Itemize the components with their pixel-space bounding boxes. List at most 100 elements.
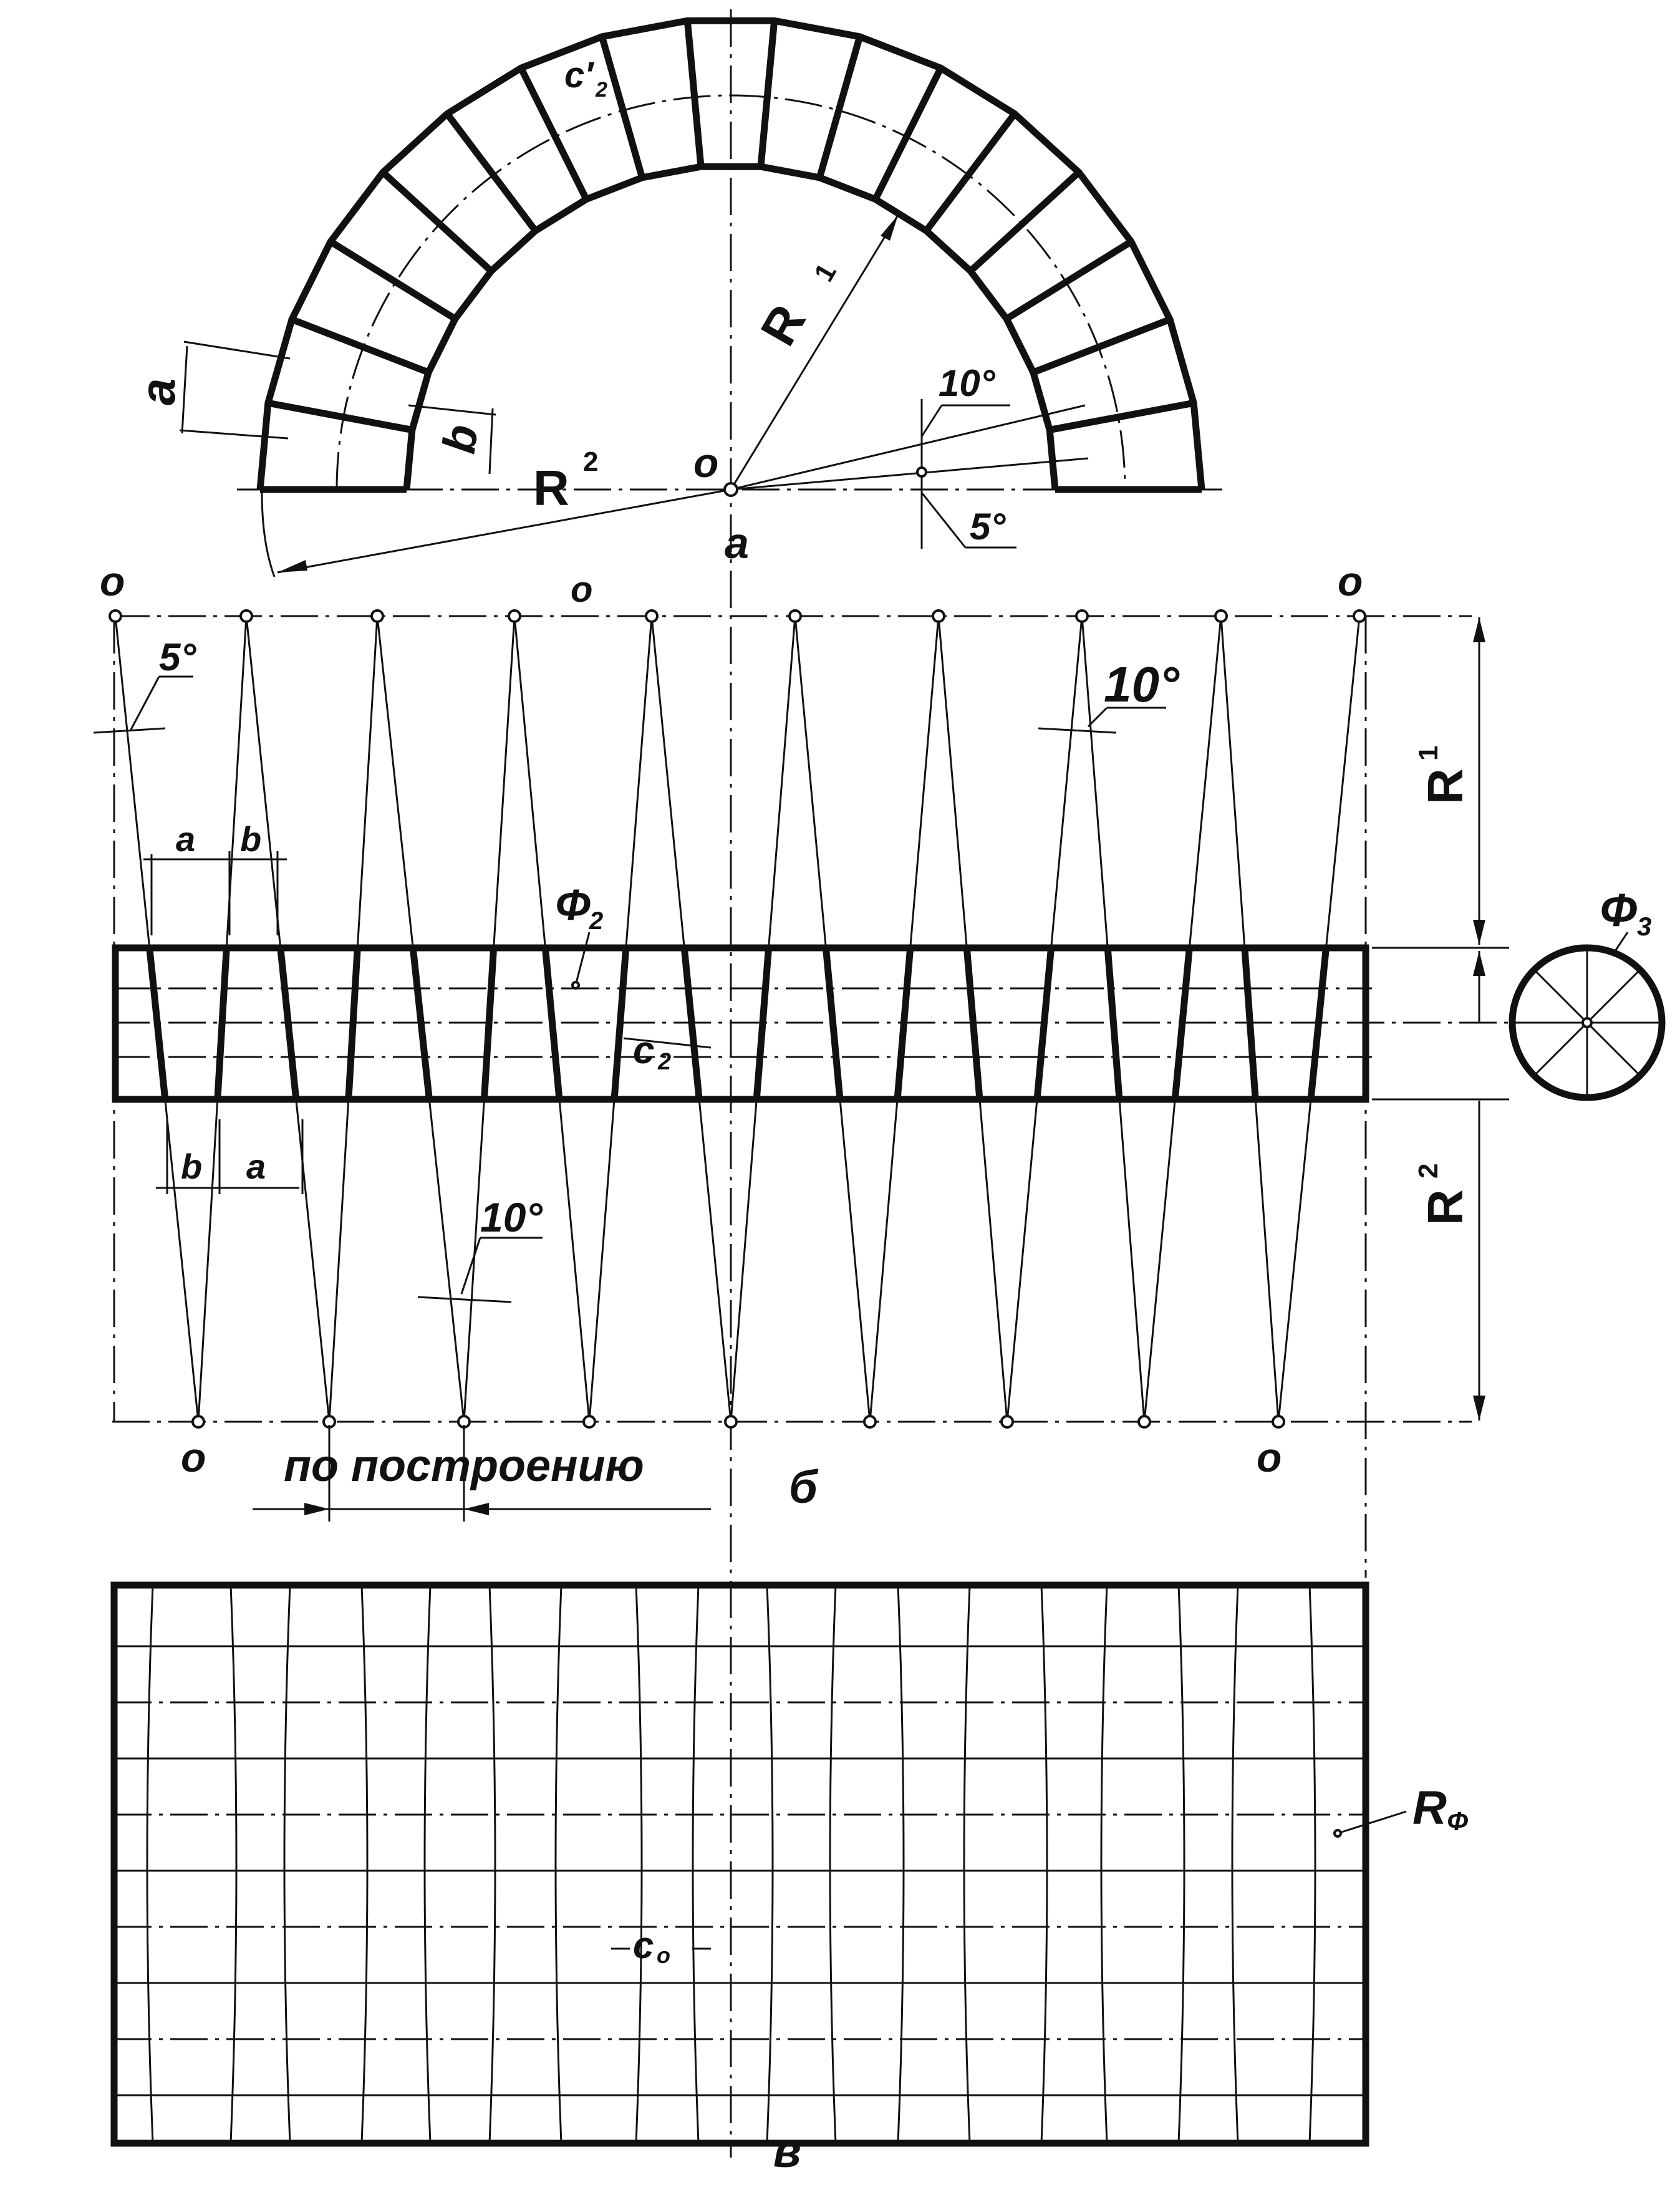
r1-dimension-line — [730, 215, 899, 490]
rf-leader — [1337, 1810, 1407, 1835]
band-block-joint — [409, 947, 433, 1100]
label-o-top-right: o — [1338, 558, 1363, 604]
arch-joint — [968, 170, 1081, 274]
label-o-top-mid: o — [571, 569, 592, 610]
angle10-bottom-mark — [417, 1296, 512, 1303]
label-angle-5: 5° — [970, 506, 1006, 548]
label-band-angle-5: 5° — [159, 636, 196, 679]
label-o-bottom-left: o — [181, 1434, 206, 1480]
band-block-joint — [822, 947, 844, 1100]
construction-arrow-right — [464, 1503, 489, 1515]
top-construction-point — [645, 609, 659, 623]
label-rf: R — [1412, 1782, 1447, 1835]
arch-joint — [1031, 316, 1172, 376]
r2-arc-extension — [261, 492, 276, 577]
band-block-joint — [1171, 947, 1193, 1100]
band-block-joint — [345, 947, 361, 1100]
grid-frame — [110, 1581, 1369, 2147]
grid-column-joint — [360, 1585, 369, 2144]
band-block-joint — [214, 947, 230, 1100]
band-blocks — [146, 947, 1330, 1100]
a-dim-line — [181, 345, 188, 434]
band-block-joint — [541, 947, 563, 1100]
band-block-joint — [611, 947, 630, 1100]
band-block-joint — [1033, 947, 1055, 1100]
band-block-joint — [480, 947, 498, 1100]
grid-column-joint — [635, 1585, 643, 2144]
arch-joint — [518, 66, 590, 201]
grid-column-joint — [229, 1585, 238, 2144]
construction-note: по построению — [284, 1441, 644, 1491]
arch-joint — [290, 316, 430, 376]
grid-column-joint — [554, 1585, 562, 2144]
grid-column-joint — [1177, 1585, 1185, 2144]
arch-joint — [1005, 238, 1133, 322]
label-c0-sub: o — [657, 1942, 670, 1968]
arch-joint — [872, 66, 944, 201]
arch-joint — [444, 112, 539, 233]
label-f3-sub: 3 — [1637, 912, 1651, 941]
arch-center-point — [723, 482, 738, 497]
arch-middle-arc — [336, 94, 1126, 490]
caption-a: a — [725, 519, 749, 567]
top-construction-point — [788, 609, 802, 623]
label-band-angle-10-top: 10° — [1104, 657, 1180, 712]
c2-leader — [623, 1037, 712, 1049]
label-a-top: a — [176, 819, 195, 859]
label-c2: c — [633, 1029, 654, 1072]
f3-leader — [1614, 932, 1629, 952]
label-a-bottom: a — [246, 1147, 266, 1186]
label-r2-sup: 2 — [583, 446, 598, 477]
band-block-joint — [894, 947, 914, 1100]
zigzag-rays — [109, 609, 1366, 1429]
label-o-top-left: o — [100, 558, 125, 604]
band-block-joint — [753, 947, 773, 1100]
band-ab-dims — [143, 851, 304, 1194]
bottom-construction-point — [191, 1415, 205, 1429]
arch-joint — [757, 20, 778, 167]
leader-5deg — [920, 492, 967, 548]
r2-dimension-line — [277, 488, 731, 574]
caption-b: б — [789, 1461, 819, 1513]
top-construction-point — [1214, 609, 1228, 623]
band-block-joint — [146, 947, 169, 1100]
a-dim-ext2 — [179, 429, 289, 440]
label-band-r2: R — [1417, 1189, 1473, 1225]
angle10-top-leader — [1087, 707, 1108, 728]
band-block-joint — [1241, 947, 1259, 1100]
label-b-dim: b — [433, 422, 488, 456]
arch-voussoirs — [256, 17, 1205, 493]
label-band-r2-sup: 2 — [1413, 1164, 1444, 1179]
r1-dim-arrow-bottom — [1473, 920, 1485, 945]
label-r1-sup: 1 — [808, 258, 842, 287]
label-c2-sub: 2 — [657, 1049, 671, 1075]
label-f3: Φ — [1600, 884, 1638, 936]
arch-joint — [816, 36, 863, 179]
arch-joint — [1049, 399, 1195, 433]
band-block-joint — [963, 947, 983, 1100]
label-r2: R — [533, 460, 569, 516]
grid-column-joint — [963, 1585, 971, 2144]
r1-dim-arrow-top — [1473, 617, 1485, 642]
arch-joint — [599, 36, 645, 179]
top-construction-point — [508, 609, 521, 623]
grid-column-joint — [766, 1585, 774, 2144]
r1-arrow-head — [881, 215, 898, 241]
arch-joint — [380, 170, 494, 274]
arch-joint — [683, 20, 705, 167]
band-block-joint — [1104, 947, 1123, 1100]
arch-joint — [329, 238, 457, 322]
label-o: o — [693, 440, 718, 486]
label-f2-sub: 2 — [589, 907, 603, 935]
angle-point — [916, 466, 927, 478]
top-construction-point — [109, 609, 122, 623]
label-rf-sub: Φ — [1447, 1807, 1469, 1836]
label-c0: c — [633, 1924, 654, 1966]
circle-f3-center — [1581, 1017, 1593, 1028]
label-b-bottom: b — [181, 1147, 202, 1186]
angle10-top-mark — [1038, 727, 1117, 734]
f2-leader — [574, 932, 591, 986]
label-b-top: b — [240, 819, 261, 859]
arch-outer-edge — [256, 17, 1205, 490]
label-band-r1-sup: 1 — [1413, 746, 1444, 761]
